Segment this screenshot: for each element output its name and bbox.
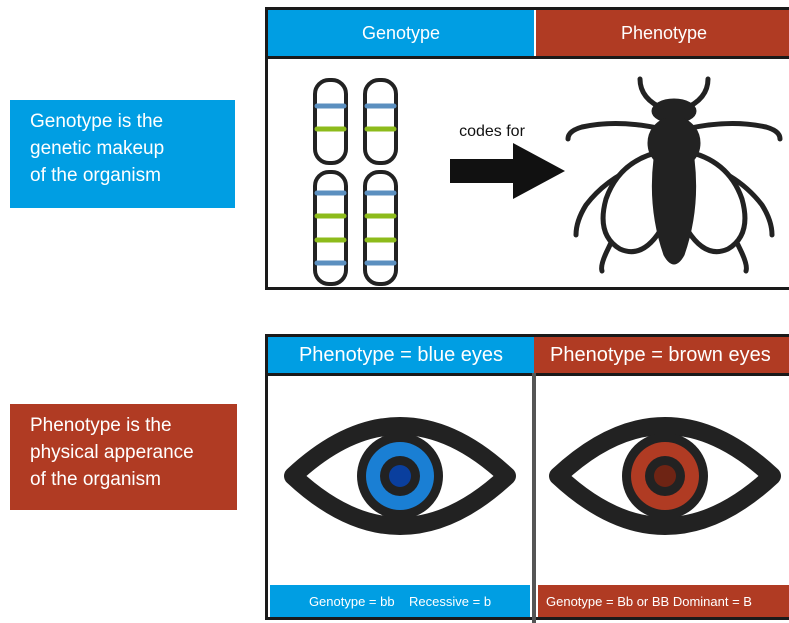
- gene-bands: [314, 103, 397, 266]
- chromosome-icon: [313, 78, 348, 165]
- blue-genotype-footer: Genotype = bb Recessive = b: [270, 585, 530, 617]
- blue-eyes-header: Phenotype = blue eyes: [268, 337, 534, 373]
- chromosome-icon: [363, 170, 398, 286]
- phenotype-header: Phenotype: [536, 10, 789, 56]
- eye-icon: [549, 417, 781, 535]
- genotype-phenotype-panel: Genotype Phenotype: [265, 7, 789, 290]
- header-rule: [268, 373, 789, 376]
- eyes-illustration: [284, 417, 781, 535]
- brown-genotype-footer: Genotype = Bb or BB Dominant = B: [538, 585, 789, 617]
- genotype-illustration: codes for: [313, 76, 783, 286]
- header-rule: [268, 56, 789, 59]
- chromosome-icon: [313, 170, 348, 286]
- eye-icon: [284, 417, 516, 535]
- panel-divider: [532, 373, 536, 623]
- eye-phenotype-panel: Phenotype = blue eyes Phenotype = brown …: [265, 334, 789, 623]
- codes-for-label: codes for: [459, 123, 525, 140]
- arrow-right-icon: [450, 143, 565, 199]
- genotype-header: Genotype: [268, 10, 536, 56]
- chromosome-icon: [363, 78, 398, 165]
- phenotype-callout: Phenotype is the physical apperance of t…: [10, 404, 237, 510]
- genotype-callout: Genotype is the genetic makeup of the or…: [10, 100, 235, 208]
- fly-icon: [565, 76, 783, 274]
- brown-eyes-header: Phenotype = brown eyes: [534, 337, 789, 373]
